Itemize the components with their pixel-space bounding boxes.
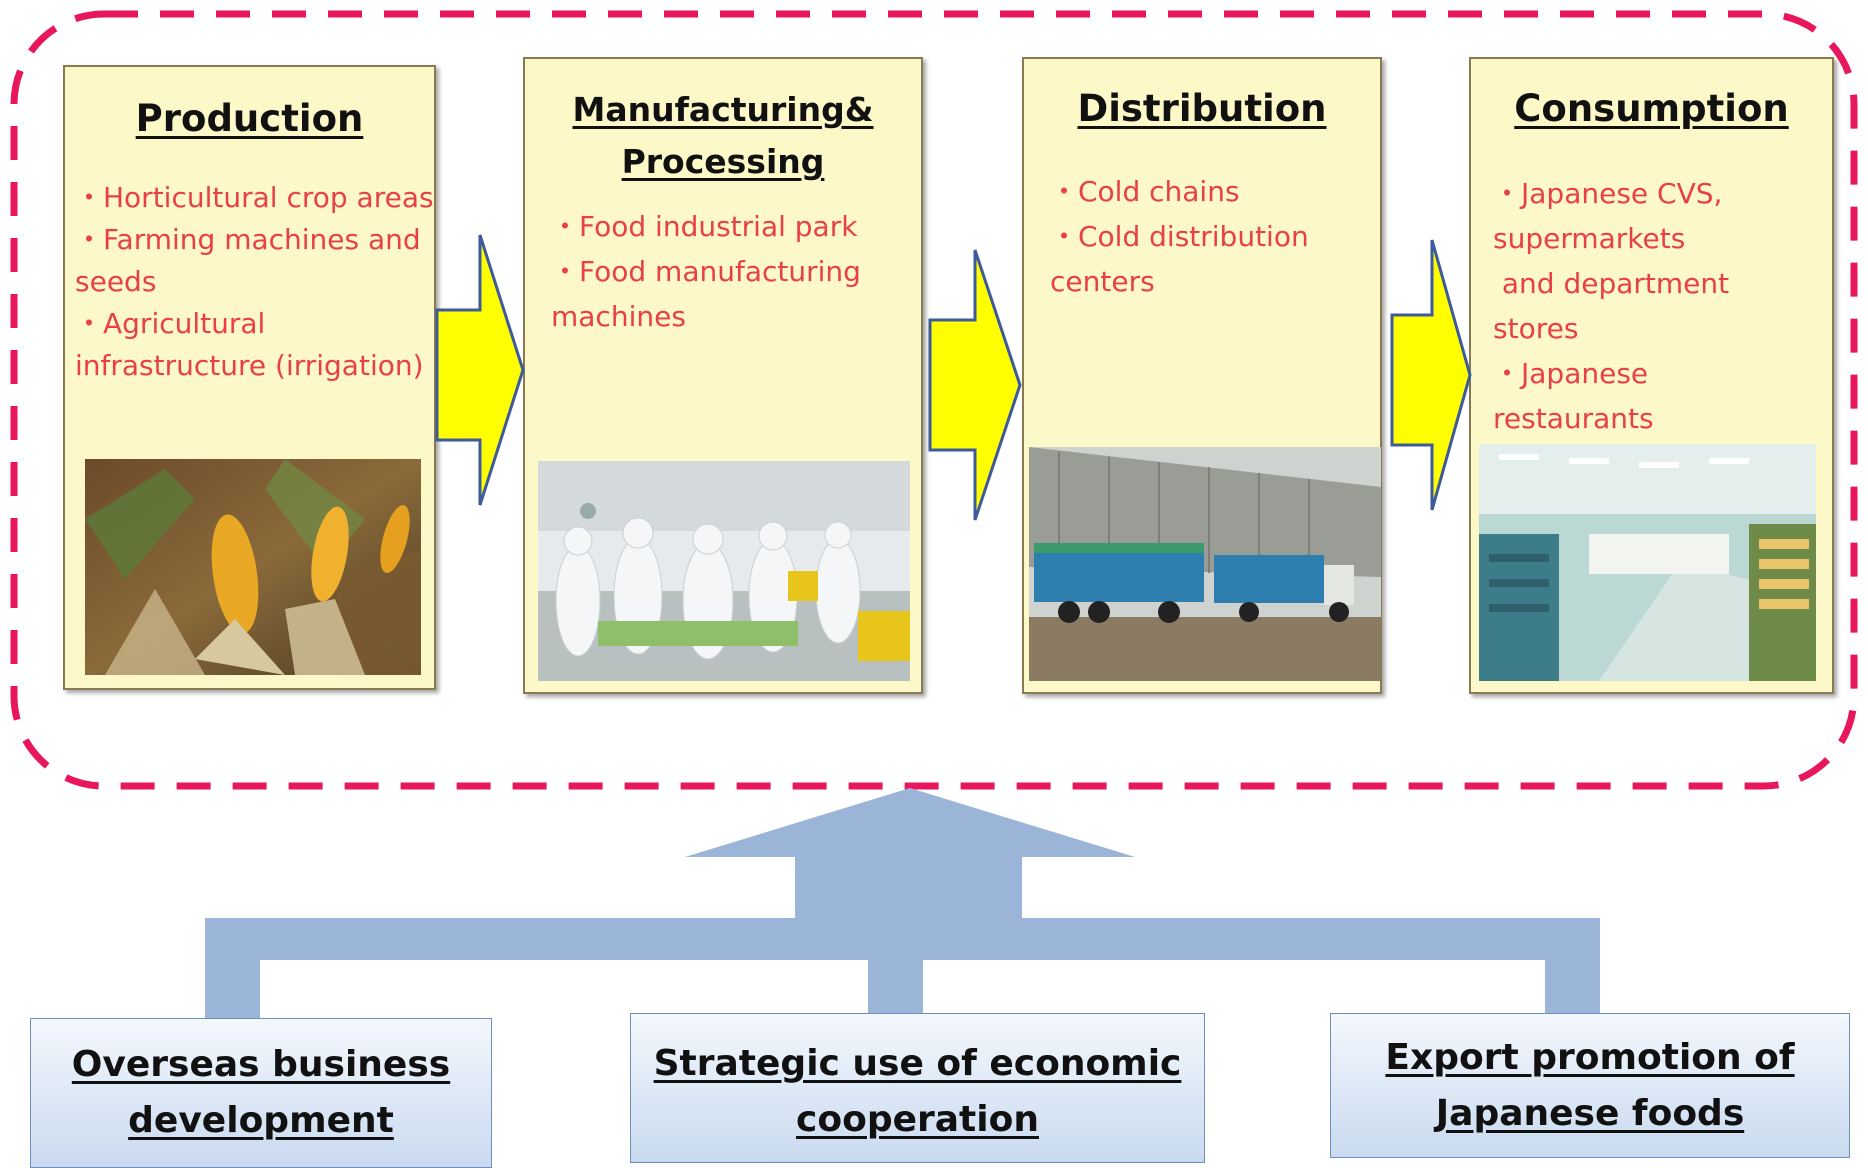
support-leg-middle xyxy=(868,958,923,1015)
factory-photo xyxy=(538,461,910,681)
stage-manufacturing: Manufacturing& Processing ・Food industri… xyxy=(523,57,923,694)
item-text: restaurants xyxy=(1493,402,1654,435)
stage-title: Production xyxy=(135,97,364,140)
item-text: seeds xyxy=(75,265,157,298)
truck-photo xyxy=(1029,447,1381,681)
item-text: machines xyxy=(551,300,686,333)
pillar-text: Export promotion of xyxy=(1385,1036,1795,1078)
item-text: ・Farming machines and xyxy=(75,223,421,256)
stage-items: ・Japanese CVS, supermarkets and departme… xyxy=(1493,171,1729,441)
stage-items: ・Cold chains ・Cold distribution centers xyxy=(1050,169,1309,304)
item-text: supermarkets xyxy=(1493,222,1686,255)
item-text: centers xyxy=(1050,265,1155,298)
item-text: ・Food industrial park xyxy=(551,210,858,243)
support-arrow-head xyxy=(685,788,1135,857)
support-arrow-stem xyxy=(795,855,1022,920)
item-text: stores xyxy=(1493,312,1579,345)
item-text: ・Food manufacturing xyxy=(551,255,861,288)
corn-photo xyxy=(85,459,421,675)
pillar-text: Overseas business xyxy=(71,1044,451,1085)
pillar-text: cooperation xyxy=(796,1099,1039,1140)
stage-title: Distribution xyxy=(1077,87,1327,130)
item-text: ・Japanese CVS, xyxy=(1493,177,1723,210)
pillar-overseas-business: Overseas business development xyxy=(30,1018,492,1168)
stage-title: Consumption xyxy=(1514,87,1789,130)
support-leg-right xyxy=(1545,958,1600,1013)
item-text: ・Agricultural xyxy=(75,307,266,340)
item-text: ・Cold distribution xyxy=(1050,220,1309,253)
item-text: ・Japanese xyxy=(1493,357,1649,390)
support-crossbar xyxy=(205,918,1600,960)
pillar-economic-cooperation: Strategic use of economic cooperation xyxy=(630,1013,1205,1163)
item-text: infrastructure (irrigation) xyxy=(75,349,424,382)
stage-items: ・Food industrial park ・Food manufacturin… xyxy=(551,204,861,339)
stage-production: Production ・Horticultural crop areas ・Fa… xyxy=(63,65,436,690)
stage-title: Manufacturing& Processing xyxy=(572,90,874,181)
item-text: ・Horticultural crop areas xyxy=(75,181,434,214)
flow-arrow-1 xyxy=(435,234,525,506)
support-leg-left xyxy=(205,958,260,1018)
pillar-text: development xyxy=(128,1100,394,1141)
pillar-text: Japanese foods xyxy=(1435,1092,1745,1134)
pillar-text: Strategic use of economic xyxy=(653,1043,1182,1084)
stage-items: ・Horticultural crop areas ・Farming machi… xyxy=(75,177,434,387)
stage-distribution: Distribution ・Cold chains ・Cold distribu… xyxy=(1022,57,1382,694)
item-text: and department xyxy=(1493,267,1730,300)
flow-arrow-3 xyxy=(1390,239,1472,511)
stage-consumption: Consumption ・Japanese CVS, supermarkets … xyxy=(1469,57,1834,694)
supermarket-photo xyxy=(1479,444,1816,681)
pillar-export-promotion: Export promotion of Japanese foods xyxy=(1330,1013,1850,1158)
item-text: ・Cold chains xyxy=(1050,175,1240,208)
flow-arrow-2 xyxy=(928,249,1022,521)
